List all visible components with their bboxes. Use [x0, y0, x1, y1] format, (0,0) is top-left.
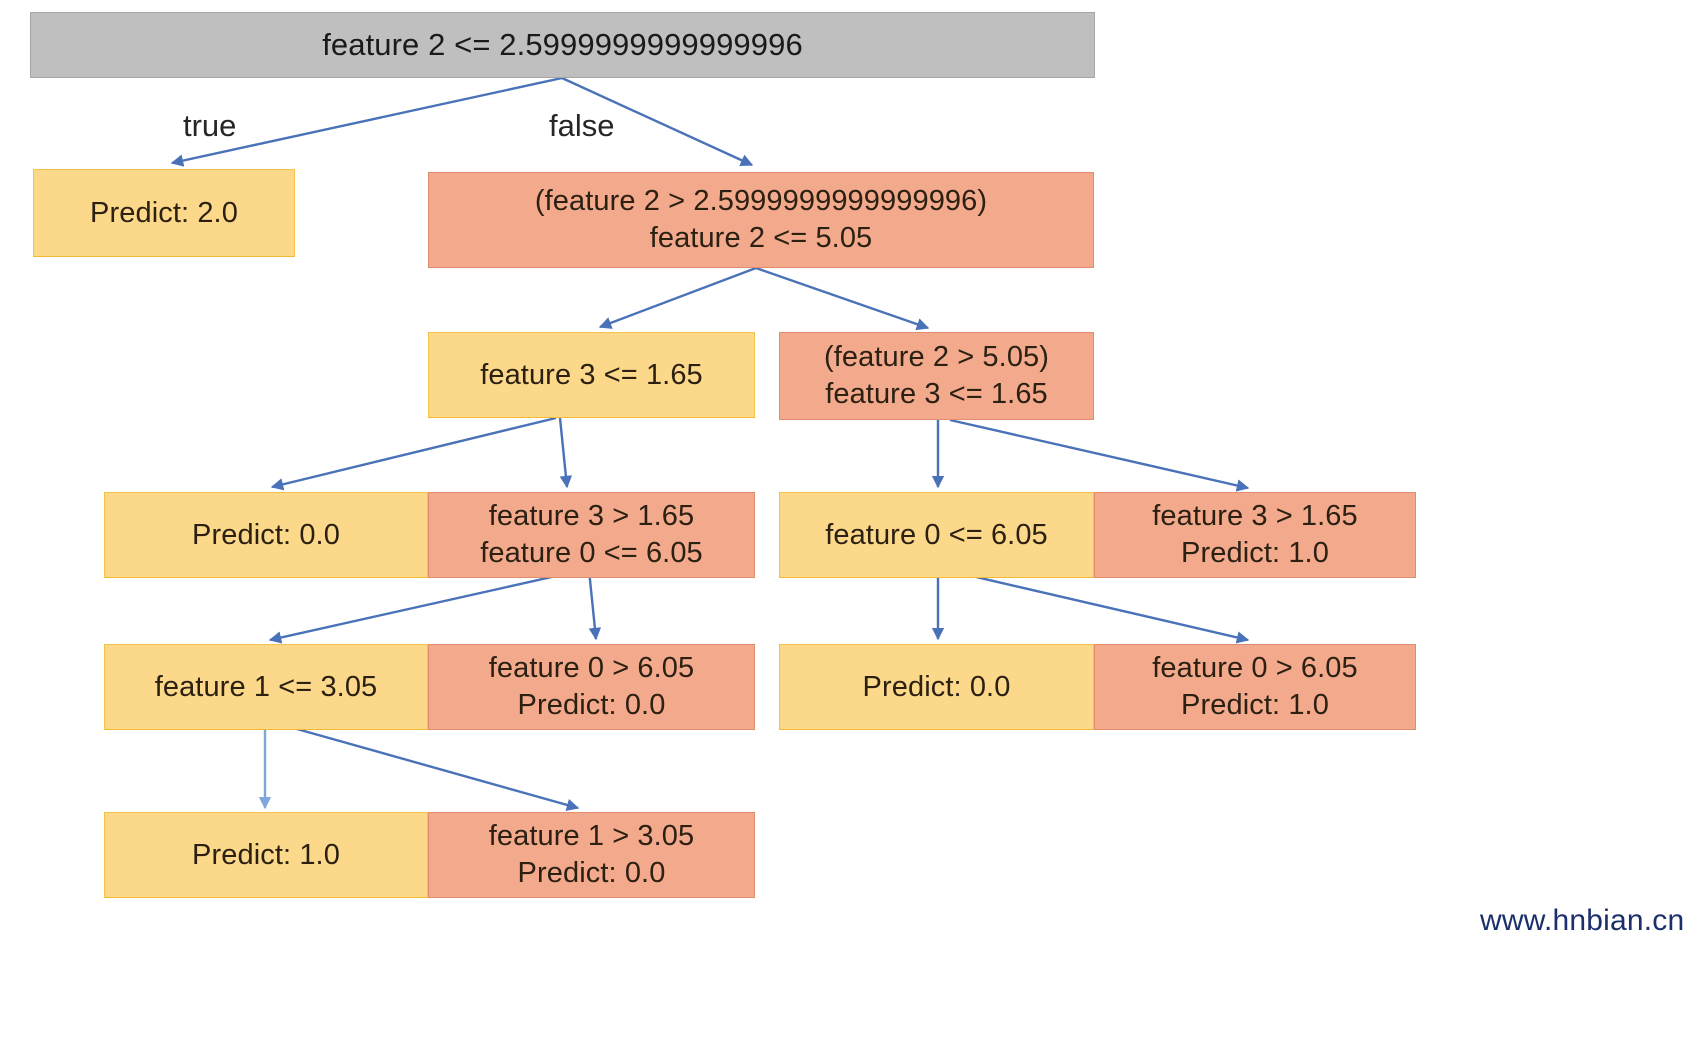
- node-leaf-predict-0-right-line-1: Predict: 0.0: [862, 670, 1011, 703]
- node-split-f1-gt-305-predict-0-line-2: Predict: 0.0: [517, 857, 666, 889]
- node-leaf-predict-2[interactable]: Predict: 2.0: [33, 169, 295, 257]
- node-split-f2-gt-2p6-line-2: feature 2 <= 5.05: [649, 222, 873, 254]
- node-split-f0-gt-605-predict-1-line-1: feature 0 > 6.05: [1152, 652, 1358, 685]
- node-root[interactable]: feature 2 <= 2.5999999999999996: [30, 12, 1095, 78]
- node-split-f3-gt-165-predict-1-line-1: feature 3 > 1.65: [1152, 500, 1358, 533]
- node-leaf-f3-le-165[interactable]: feature 3 <= 1.65: [428, 332, 755, 418]
- node-leaf-f1-le-305-line-1: feature 1 <= 3.05: [154, 670, 378, 703]
- node-split-f0-gt-605-predict-0-line-1: feature 0 > 6.05: [488, 652, 695, 685]
- node-split-f0-gt-605-predict-0-line-2: Predict: 0.0: [517, 689, 666, 721]
- node-split-f1-gt-305-predict-0[interactable]: feature 1 > 3.05 Predict: 0.0: [428, 812, 755, 898]
- node-split-f2-gt-505[interactable]: (feature 2 > 5.05) feature 3 <= 1.65: [779, 332, 1094, 420]
- node-split-f2-gt-505-line-2: feature 3 <= 1.65: [825, 378, 1048, 410]
- node-leaf-f0-le-605-right-line-1: feature 0 <= 6.05: [825, 518, 1048, 551]
- node-split-f3-gt-165-predict-1-line-2: Predict: 1.0: [1181, 537, 1329, 569]
- edge-f0le605-to-f1le305: [268, 568, 584, 644]
- node-split-f0-gt-605-predict-0[interactable]: feature 0 > 6.05 Predict: 0.0: [428, 644, 755, 730]
- node-leaf-f1-le-305[interactable]: feature 1 <= 3.05: [104, 644, 428, 730]
- node-leaf-f3-le-165-line-1: feature 3 <= 1.65: [480, 358, 703, 391]
- node-split-f0-gt-605-predict-1[interactable]: feature 0 > 6.05 Predict: 1.0: [1094, 644, 1416, 730]
- edge-label-true: true: [183, 108, 237, 143]
- node-leaf-f0-le-605-right[interactable]: feature 0 <= 6.05: [779, 492, 1094, 578]
- edge-f0le605r-to-f0gt605p1: [945, 568, 1250, 644]
- node-split-f3-gt-165-f0-le-605-line-2: feature 0 <= 6.05: [480, 537, 703, 569]
- node-leaf-predict-0-left-line-1: Predict: 0.0: [192, 518, 340, 551]
- node-split-f1-gt-305-predict-0-line-1: feature 1 > 3.05: [488, 820, 695, 853]
- node-split-f2-gt-2p6[interactable]: (feature 2 > 2.5999999999999996) feature…: [428, 172, 1094, 268]
- node-leaf-predict-1-bottom-line-1: Predict: 1.0: [192, 838, 340, 871]
- node-leaf-predict-0-left[interactable]: Predict: 0.0: [104, 492, 428, 578]
- edge-f2gt505-to-f3gt165p1: [949, 418, 1250, 492]
- node-leaf-predict-2-line-1: Predict: 2.0: [90, 196, 238, 229]
- edge-f3le165-to-f3gt165: [558, 417, 573, 489]
- node-split-f2-gt-2p6-line-1: (feature 2 > 2.5999999999999996): [534, 185, 988, 218]
- edge-f0le605-to-f0gt605p0: [587, 569, 602, 641]
- node-root-line-1: feature 2 <= 2.5999999999999996: [322, 27, 803, 63]
- node-leaf-predict-1-bottom[interactable]: Predict: 1.0: [104, 812, 428, 898]
- node-split-f3-gt-165-f0-le-605[interactable]: feature 3 > 1.65 feature 0 <= 6.05: [428, 492, 755, 578]
- node-split-f0-gt-605-predict-1-line-2: Predict: 1.0: [1181, 689, 1329, 721]
- edge-f1le305-to-f1gt305: [271, 720, 580, 811]
- node-split-f3-gt-165-predict-1[interactable]: feature 3 > 1.65 Predict: 1.0: [1094, 492, 1416, 578]
- node-split-f2-gt-505-line-1: (feature 2 > 5.05): [823, 341, 1050, 374]
- edge-split-f2-to-f2gt505: [755, 266, 930, 331]
- watermark-hnbian: www.hnbian.cn: [1480, 904, 1685, 937]
- node-split-f3-gt-165-f0-le-605-line-1: feature 3 > 1.65: [488, 500, 695, 533]
- edge-f3le165-to-predict0: [270, 416, 557, 491]
- edge-split-f2-to-f3le165: [598, 266, 757, 329]
- edge-label-false: false: [549, 108, 615, 143]
- node-leaf-predict-0-right[interactable]: Predict: 0.0: [779, 644, 1094, 730]
